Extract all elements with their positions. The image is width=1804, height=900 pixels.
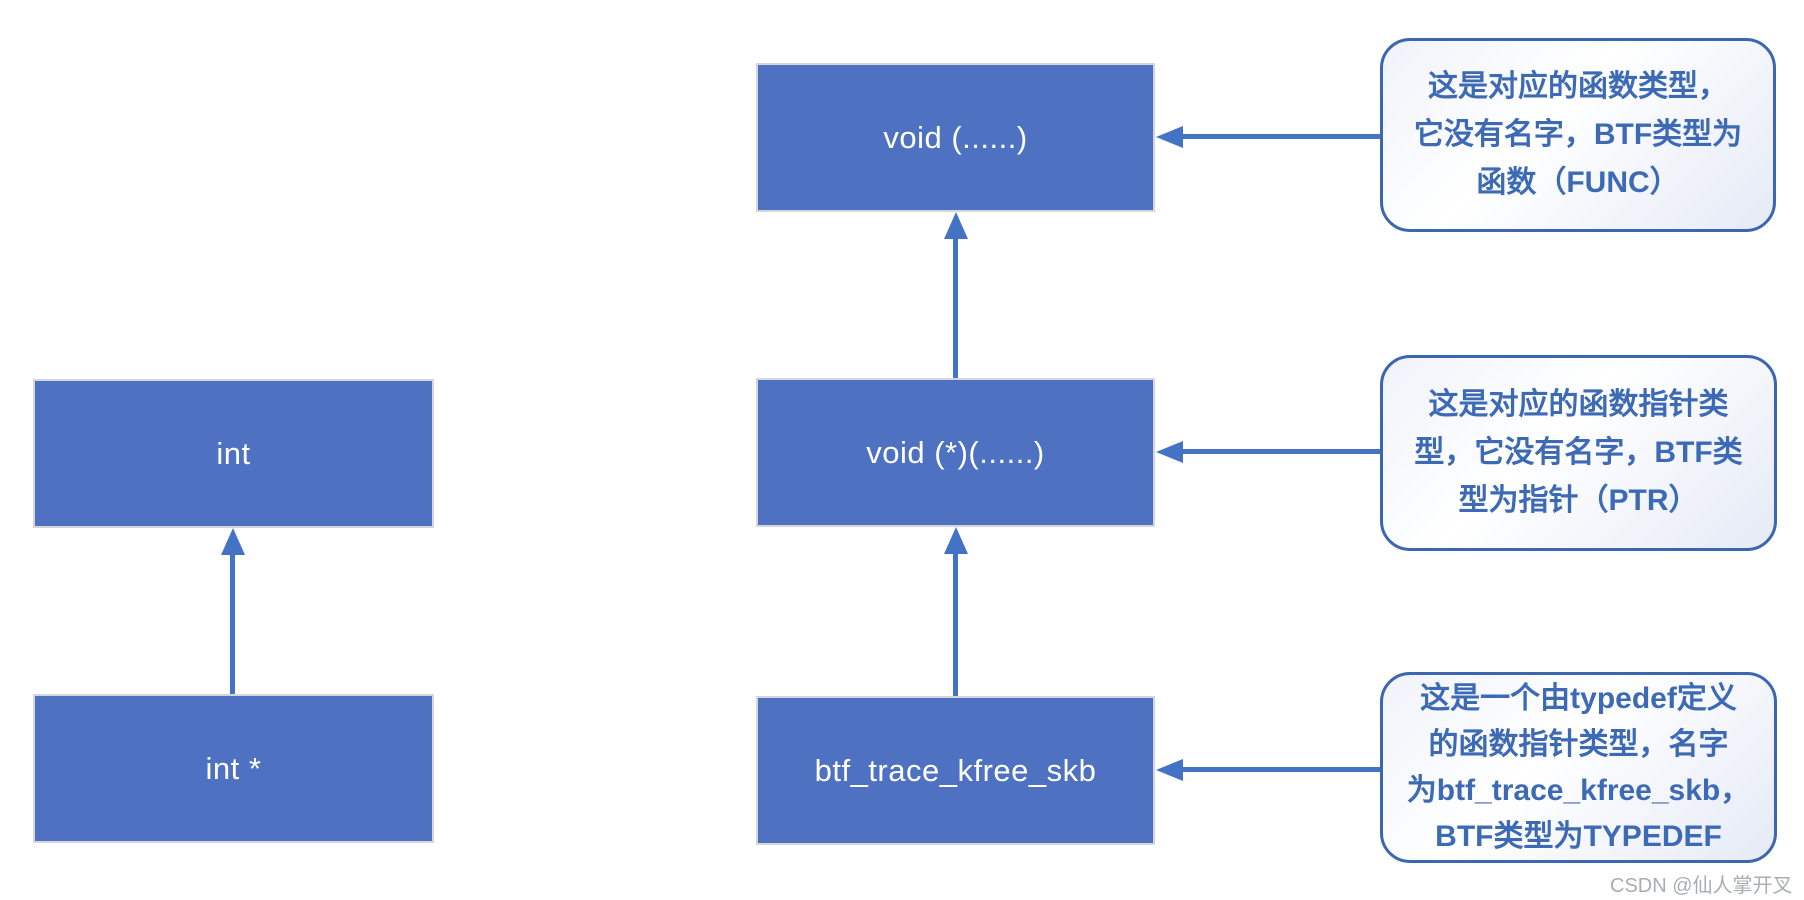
arrowhead-left-icon — [1156, 126, 1183, 148]
node-func-type: void (......) — [756, 63, 1155, 212]
node-int-type: int — [33, 379, 434, 528]
node-int-pointer-type: int * — [33, 694, 434, 843]
callout-func-pointer-type: 这是对应的函数指针类 型，它没有名字，BTF类 型为指针（PTR） — [1380, 355, 1777, 551]
arrowhead-up-icon — [944, 212, 968, 239]
callout-line: 的函数指针类型，名字 — [1428, 727, 1729, 761]
node-func-pointer-type: void (*)(......) — [756, 378, 1155, 527]
arrow-shaft — [953, 237, 958, 378]
arrowhead-left-icon — [1156, 759, 1183, 781]
node-typedef-type: btf_trace_kfree_skb — [756, 696, 1155, 845]
callout-line: 它没有名字，BTF类型为 — [1413, 118, 1743, 151]
callout-line: 型，它没有名字，BTF类 — [1414, 436, 1743, 469]
arrow-shaft — [1181, 134, 1380, 139]
csdn-watermark: CSDN @仙人掌开叉 — [1610, 875, 1793, 897]
arrow-shaft — [1181, 449, 1380, 454]
callout-line: 这是对应的函数指针类 — [1428, 388, 1729, 421]
arrow-shaft — [230, 553, 235, 694]
arrowhead-up-icon — [944, 527, 968, 554]
callout-func-type: 这是对应的函数类型， 它没有名字，BTF类型为 函数（FUNC） — [1380, 38, 1776, 232]
callout-line: 为btf_trace_kfree_skb， — [1406, 773, 1751, 807]
arrow-shaft — [953, 552, 958, 696]
callout-line: 这是一个由typedef定义 — [1420, 681, 1737, 715]
callout-line: 型为指针（PTR） — [1458, 484, 1699, 517]
arrowhead-left-icon — [1156, 441, 1183, 463]
callout-line: 函数（FUNC） — [1476, 166, 1680, 199]
callout-line: 这是对应的函数类型， — [1428, 70, 1728, 103]
callout-line: BTF类型为TYPEDEF — [1435, 819, 1722, 853]
arrow-shaft — [1181, 767, 1380, 772]
callout-typedef-type: 这是一个由typedef定义 的函数指针类型，名字 为btf_trace_kfr… — [1380, 672, 1777, 863]
arrowhead-up-icon — [221, 528, 245, 555]
